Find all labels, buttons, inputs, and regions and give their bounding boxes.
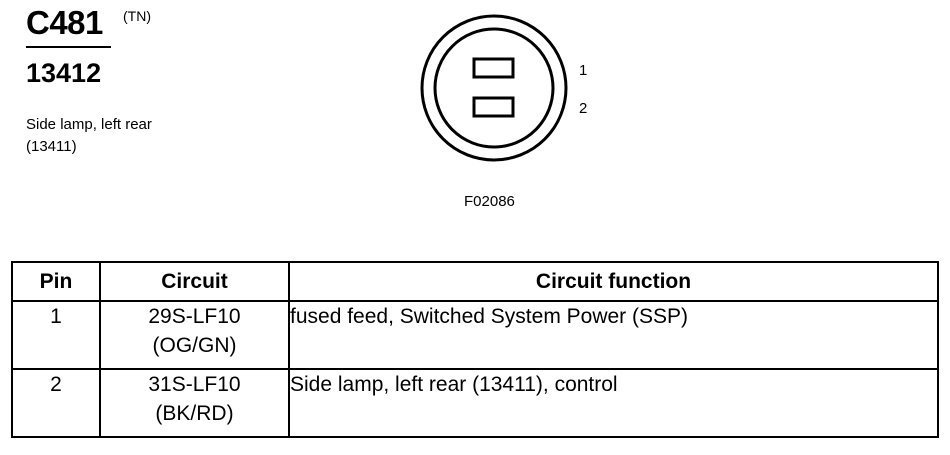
pin-2-terminal — [472, 96, 515, 118]
connector-id: C481 — [26, 4, 103, 41]
connector-description: Side lamp, left rear (13411) — [26, 114, 152, 158]
pin-table: Pin Circuit Circuit function 1 29S-LF10 … — [11, 261, 939, 438]
header-pin: Pin — [11, 261, 101, 302]
circuit-cell: 29S-LF10 (OG/GN) — [99, 300, 290, 370]
wire-color: (BK/RD) — [155, 402, 234, 425]
connector-inner-ring — [433, 27, 555, 149]
connector-face-diagram — [420, 14, 568, 162]
description-line-1: Side lamp, left rear — [26, 116, 152, 133]
circuit-cell: 31S-LF10 (BK/RD) — [99, 368, 290, 438]
connector-outer-ring — [420, 14, 568, 162]
circuit-function: Side lamp, left rear (13411), control — [288, 368, 939, 438]
circuit-function: fused feed, Switched System Power (SSP) — [288, 300, 939, 370]
wire-color: (OG/GN) — [152, 334, 237, 357]
circuit-number: 29S-LF10 — [148, 305, 241, 328]
part-number: 13412 — [26, 58, 102, 88]
table-row: 1 29S-LF10 (OG/GN) fused feed, Switched … — [11, 300, 939, 370]
pin-number: 1 — [11, 300, 101, 370]
figure-id: F02086 — [464, 193, 515, 210]
header-circuit: Circuit — [99, 261, 290, 302]
pin-table-header: Pin Circuit Circuit function — [11, 261, 939, 302]
circuit-number: 31S-LF10 — [148, 373, 241, 396]
connector-color-code: (TN) — [123, 8, 151, 24]
description-line-2: (13411) — [26, 138, 77, 155]
pin-1-label: 1 — [579, 62, 588, 79]
header-circuit-function: Circuit function — [288, 261, 939, 302]
pin-number: 2 — [11, 368, 101, 438]
pin-1-terminal — [472, 57, 515, 79]
connector-id-underline — [26, 46, 111, 48]
pin-2-label: 2 — [579, 100, 588, 117]
table-row: 2 31S-LF10 (BK/RD) Side lamp, left rear … — [11, 368, 939, 438]
